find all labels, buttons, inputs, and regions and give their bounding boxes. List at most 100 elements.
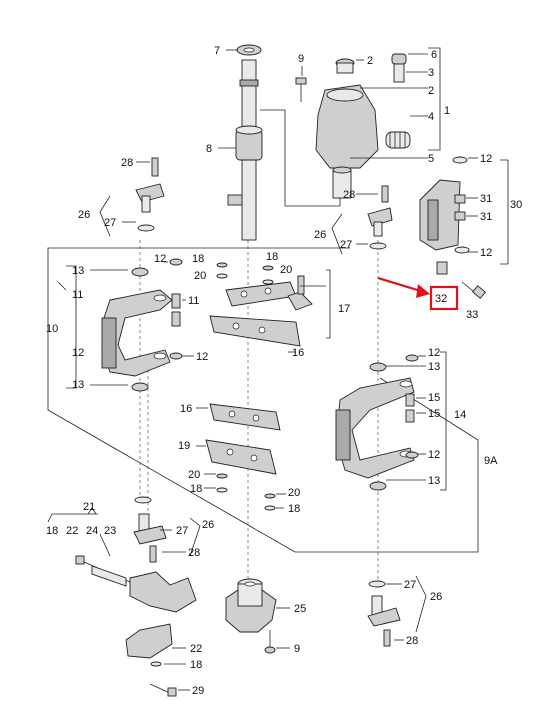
label-21: 21 — [83, 501, 95, 513]
label-20-lower-left: 20 — [188, 469, 200, 481]
label-23: 23 — [104, 525, 116, 537]
highlight-arrow — [377, 276, 430, 298]
label-22-bottom-left: 22 — [66, 525, 78, 537]
label-15-second: 15 — [428, 408, 440, 420]
part-26-bracket-middle — [367, 185, 393, 250]
part-1-housing — [315, 84, 379, 199]
label-16-upper: 16 — [292, 347, 304, 359]
label-18-lower-right: 18 — [288, 503, 300, 515]
part-8-shaft — [227, 59, 263, 241]
label-26-bottom-left: 26 — [202, 519, 214, 531]
label-18-bottom: 18 — [190, 659, 202, 671]
label-13-right-lower: 13 — [428, 475, 440, 487]
part-15-pins-right — [405, 393, 415, 423]
label-11-left: 11 — [72, 289, 83, 301]
label-27-bottom-left: 27 — [176, 525, 188, 537]
label-2-second: 2 — [428, 85, 434, 97]
part-25-bearing-housing — [225, 578, 277, 633]
label-9-bottom: 9 — [294, 643, 300, 655]
label-12-right-upper: 12 — [428, 347, 440, 359]
label-12-right-lower: 12 — [428, 449, 440, 461]
label-27-bottom-right: 27 — [404, 579, 416, 591]
label-12-right-bottom: 12 — [480, 247, 492, 259]
label-25: 25 — [294, 603, 306, 615]
label-31-first: 31 — [480, 193, 492, 205]
assembly-frame — [47, 247, 479, 553]
label-4: 4 — [428, 111, 434, 123]
label-32-highlighted: 32 — [435, 293, 447, 305]
label-12-left: 12 — [72, 347, 84, 359]
label-7: 7 — [214, 45, 220, 57]
label-12-left-mid: 12 — [196, 351, 208, 363]
label-28-bottom-right: 28 — [406, 635, 418, 647]
label-17: 17 — [338, 303, 350, 315]
part-17-plate-upper — [225, 281, 313, 311]
part-26-bracket-top-left — [135, 157, 165, 232]
label-1: 1 — [444, 105, 450, 117]
label-9A: 9A — [484, 455, 498, 467]
label-31-second: 31 — [480, 211, 492, 223]
label-29: 29 — [192, 685, 204, 697]
label-28-middle: 28 — [343, 189, 355, 201]
label-20-upper-right: 20 — [280, 264, 292, 276]
part-7-washer — [236, 44, 262, 56]
highlight-box — [429, 285, 459, 311]
part-12-nuts-right — [405, 354, 419, 459]
part-10-fork-left — [101, 267, 173, 392]
part-2-bushing — [335, 58, 355, 74]
label-26-bottom-right: 26 — [430, 591, 442, 603]
label-15-first: 15 — [428, 392, 440, 404]
part-4-spring — [385, 131, 411, 149]
part-33-screw — [461, 281, 487, 299]
part-9-screw-bottom — [264, 630, 276, 654]
part-16-plate-lower — [209, 403, 281, 431]
part-32-bolt — [436, 261, 448, 275]
part-12-nuts-left — [169, 258, 183, 360]
label-19: 19 — [178, 440, 190, 452]
label-26-top-left: 26 — [78, 209, 90, 221]
part-18-20-small-lower — [216, 473, 276, 511]
part-22-bracket — [125, 623, 173, 667]
label-20-upper-left: 20 — [194, 270, 206, 282]
connector-line — [260, 109, 341, 207]
label-18-upper-right: 18 — [266, 251, 278, 263]
part-23-shift-rod — [75, 555, 197, 613]
label-27-middle: 27 — [340, 239, 352, 251]
label-27-top-left: 27 — [104, 217, 116, 229]
label-9-top: 9 — [298, 53, 304, 65]
part-14-fork-right — [335, 362, 415, 491]
label-8: 8 — [206, 143, 212, 155]
label-28-bottom-left: 28 — [188, 547, 200, 559]
label-33: 33 — [466, 309, 478, 321]
label-18-upper-left: 18 — [192, 253, 204, 265]
part-11-pins-left — [171, 293, 181, 327]
label-16-lower: 16 — [180, 403, 192, 415]
part-16-plate-upper — [209, 315, 301, 347]
label-24: 24 — [86, 525, 98, 537]
part-9-screw-top — [295, 77, 307, 102]
part-6-cap — [391, 53, 407, 83]
label-13-left-top: 13 — [72, 265, 84, 277]
label-18-lower-left: 18 — [190, 483, 202, 495]
label-13-left-bottom: 13 — [72, 379, 84, 391]
part-29-bolt — [149, 683, 177, 697]
part-18-20-small-upper — [216, 262, 305, 295]
label-6: 6 — [431, 49, 437, 61]
label-18-bottom-left: 18 — [46, 525, 58, 537]
label-13-right-upper: 13 — [428, 361, 440, 373]
label-3: 3 — [428, 67, 434, 79]
label-14: 14 — [454, 409, 466, 421]
label-30: 30 — [510, 199, 522, 211]
label-2-top: 2 — [367, 55, 373, 67]
callout-labels: 7 9 2 6 3 2 1 4 5 8 28 26 27 28 26 27 12… — [46, 45, 522, 697]
part-26-bracket-bottom-right — [367, 580, 401, 647]
label-26-middle: 26 — [314, 229, 326, 241]
part-26-bracket-bottom-left — [133, 496, 167, 563]
label-20-lower-right: 20 — [288, 487, 300, 499]
label-12-left-top: 12 — [154, 253, 166, 265]
part-19-plate-lower — [205, 439, 277, 475]
label-11-right: 11 — [188, 295, 199, 307]
label-22-bottom: 22 — [190, 643, 202, 655]
